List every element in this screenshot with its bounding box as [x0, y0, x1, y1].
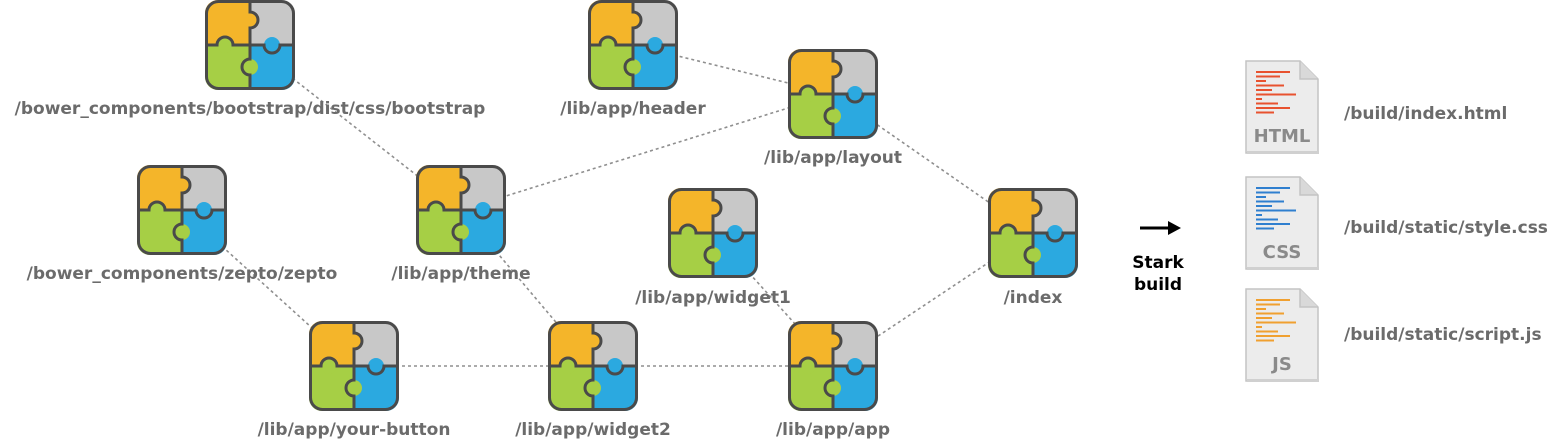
css-file-icon: CSS: [1245, 176, 1320, 271]
puzzle-icon: [548, 321, 638, 411]
file-type-label: JS: [1270, 354, 1292, 375]
module-label: /lib/app/widget1: [635, 288, 791, 308]
puzzle-icon: [788, 321, 878, 411]
output-file-css[interactable]: CSS/build/static/style.css: [1245, 176, 1548, 271]
module-node-widget2[interactable]: /lib/app/widget2: [515, 321, 671, 440]
puzzle-icon: [988, 188, 1078, 278]
output-file-html[interactable]: HTML/build/index.html: [1245, 60, 1507, 155]
puzzle-icon: [588, 0, 678, 90]
module-label: /bower_components/zepto/zepto: [27, 264, 338, 284]
output-path: /build/index.html: [1344, 104, 1507, 124]
module-label: /lib/app/your-button: [258, 420, 451, 440]
edge-layout-index: [832, 93, 1034, 234]
puzzle-icon: [137, 165, 227, 255]
output-path: /build/static/script.js: [1344, 325, 1542, 345]
module-label: /index: [1004, 288, 1063, 308]
module-label: /lib/app/layout: [764, 148, 902, 168]
js-file-icon: JS: [1245, 288, 1320, 383]
module-node-index[interactable]: /index: [988, 188, 1078, 308]
module-node-yourbutton[interactable]: /lib/app/your-button: [258, 321, 451, 440]
stark-build: Stark build: [1132, 221, 1184, 295]
module-node-zepto[interactable]: /bower_components/zepto/zepto: [27, 165, 338, 284]
puzzle-icon: [309, 321, 399, 411]
html-file-icon: HTML: [1245, 60, 1320, 155]
module-node-widget1[interactable]: /lib/app/widget1: [635, 188, 791, 308]
module-node-layout[interactable]: /lib/app/layout: [764, 49, 902, 168]
module-node-header[interactable]: /lib/app/header: [560, 0, 706, 119]
build-label-line1: Stark: [1132, 253, 1184, 273]
module-label: /lib/app/theme: [391, 264, 530, 284]
dependency-edges: [181, 44, 1034, 367]
module-label: /lib/app/header: [560, 99, 706, 119]
puzzle-icon: [416, 165, 506, 255]
puzzle-icon: [788, 49, 878, 139]
file-type-label: CSS: [1263, 242, 1302, 263]
module-label: /lib/app/widget2: [515, 420, 671, 440]
build-outputs: HTML/build/index.htmlCSS/build/static/st…: [1245, 60, 1548, 383]
module-node-app[interactable]: /lib/app/app: [776, 321, 890, 440]
build-label-line2: build: [1134, 275, 1182, 295]
edge-header-layout: [632, 44, 834, 95]
module-node-theme[interactable]: /lib/app/theme: [391, 165, 531, 284]
module-nodes: /bower_components/bootstrap/dist/css/boo…: [15, 0, 1078, 440]
file-type-label: HTML: [1254, 126, 1311, 147]
module-node-bootstrap[interactable]: /bower_components/bootstrap/dist/css/boo…: [15, 0, 486, 119]
puzzle-icon: [205, 0, 295, 90]
module-label: /bower_components/bootstrap/dist/css/boo…: [15, 99, 486, 119]
puzzle-icon: [668, 188, 758, 278]
output-file-js[interactable]: JS/build/static/script.js: [1245, 288, 1542, 383]
edge-theme-layout: [460, 93, 834, 211]
module-label: /lib/app/app: [776, 420, 890, 440]
output-path: /build/static/style.css: [1344, 218, 1548, 238]
arrow-right-icon: [1140, 221, 1181, 235]
